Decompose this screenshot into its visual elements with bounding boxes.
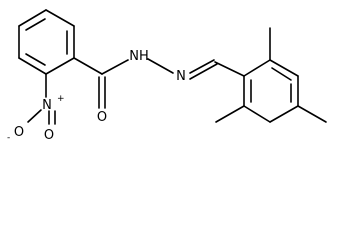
- chemical-structure-diagram: N + O - O O NH N: [7, 9, 327, 143]
- nitro-n-charge: +: [57, 94, 65, 104]
- nh-label: NH: [129, 49, 149, 64]
- nitro-group: N + O - O: [7, 73, 65, 143]
- carbonyl-o-label: O: [97, 110, 107, 125]
- n2-label: N: [176, 69, 186, 84]
- nitro-o-bottom-label: O: [14, 125, 24, 140]
- nitro-o-top-label: O: [44, 128, 54, 143]
- nitro-n-label: N: [42, 98, 52, 113]
- nitrobenzene-ring: [18, 9, 75, 75]
- nitro-o-bottom-charge: -: [7, 133, 10, 143]
- mesityl-ring: [214, 27, 327, 123]
- amide-linkage: O NH: [73, 49, 149, 125]
- hydrazone-linkage: N: [147, 58, 218, 84]
